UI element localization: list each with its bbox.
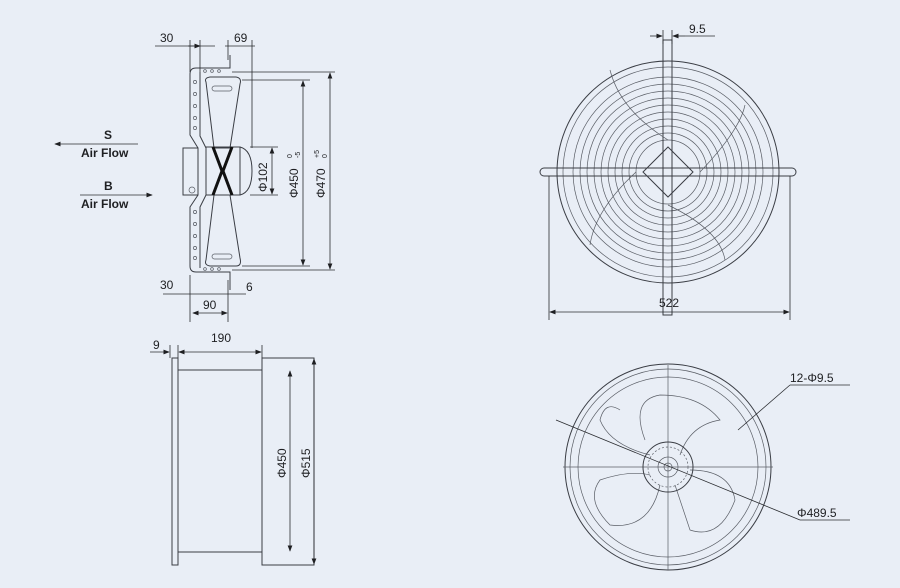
dim-hub-diameter: Φ102	[256, 162, 270, 192]
dim-strip-width: 9.5	[689, 22, 706, 36]
dim-mounting-holes: 12-Φ9.5	[790, 371, 834, 385]
dim-guard-inner-diameter: Φ450	[275, 448, 289, 478]
dim-overall-width: 522	[659, 296, 679, 310]
airflow-b: B Air Flow	[80, 179, 153, 211]
dim-90: 90	[203, 298, 217, 312]
side-dimensions	[155, 40, 335, 322]
side-view: 30 69 30 6 90 Φ102 Φ450 0 -5 Φ470 +5 0 S…	[54, 31, 335, 322]
svg-text:+5: +5	[314, 150, 321, 158]
dim-bolt-circle: Φ489.5	[797, 506, 837, 520]
svg-text:0: 0	[287, 154, 294, 158]
motor-box	[182, 147, 199, 196]
dim-blade-diameter: Φ450 0 -5	[287, 152, 302, 198]
dim-guard-outer-diameter: Φ515	[299, 448, 313, 478]
svg-text:Air Flow: Air Flow	[81, 146, 129, 160]
svg-text:-5: -5	[295, 152, 302, 158]
dim-69: 69	[234, 31, 248, 45]
blade	[205, 76, 241, 267]
airflow-s: S Air Flow	[54, 128, 138, 160]
dim-guard-depth: 190	[211, 331, 231, 345]
front-view: 9.5 522	[539, 22, 797, 320]
svg-text:Air Flow: Air Flow	[81, 197, 129, 211]
dim-ring-diameter: Φ470 +5 0	[314, 150, 329, 198]
dim-30-top: 30	[160, 31, 174, 45]
svg-text:Φ450: Φ450	[287, 168, 301, 198]
mounting-holes	[193, 69, 221, 271]
guard-side-view: 9 190 Φ450 Φ515	[150, 331, 317, 566]
svg-text:0: 0	[322, 154, 329, 158]
dim-6: 6	[246, 280, 253, 294]
dim-flange: 9	[153, 338, 160, 352]
rear-view: 12-Φ9.5 Φ489.5	[555, 363, 850, 571]
svg-text:Φ470: Φ470	[314, 168, 328, 198]
svg-text:B: B	[104, 179, 113, 193]
svg-text:S: S	[104, 128, 112, 142]
hub	[205, 146, 253, 196]
dim-30-bottom: 30	[160, 278, 174, 292]
